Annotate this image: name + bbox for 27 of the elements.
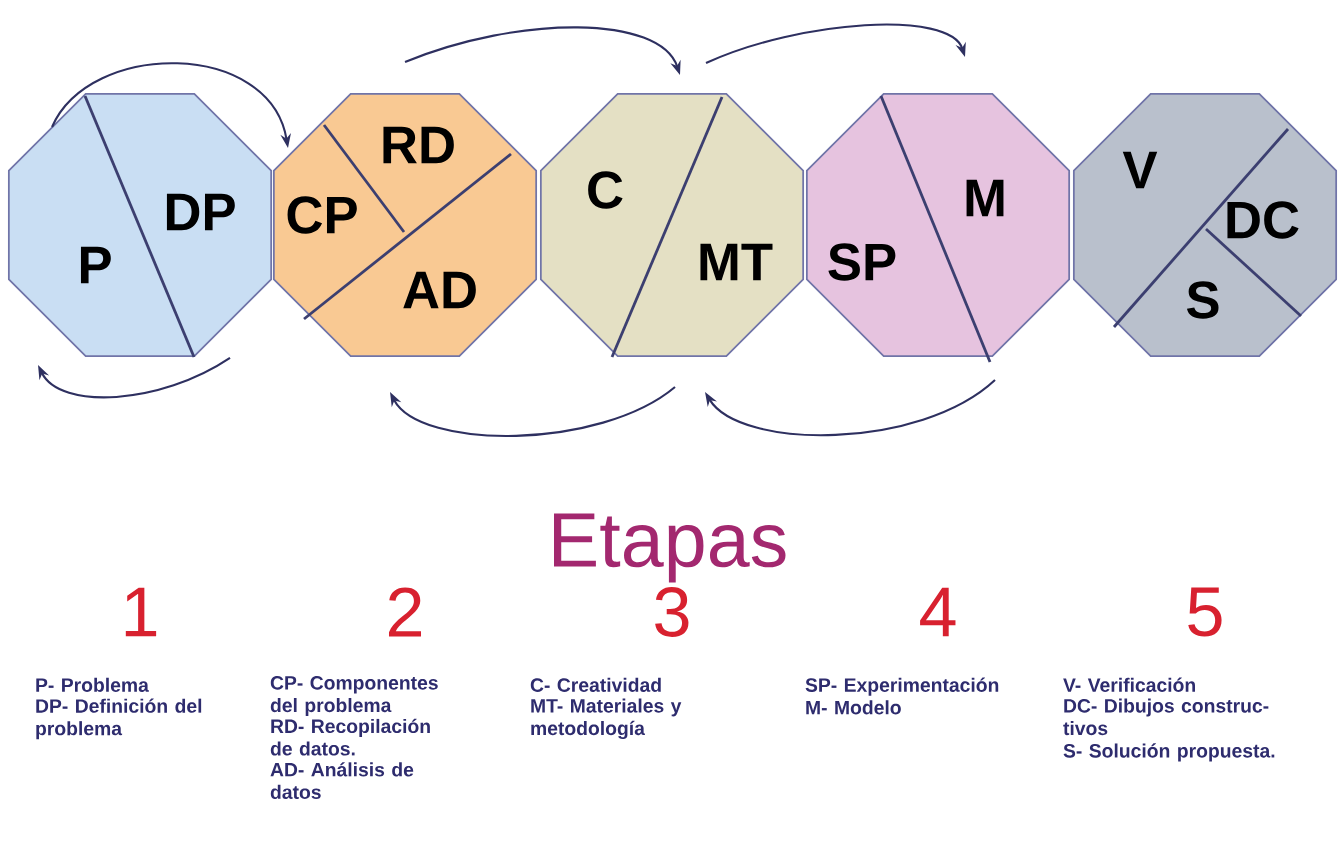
stage-octagon: SP M [805,92,1071,363]
curved-arrow [705,23,966,64]
definition-text: S- Solución propuesta. [1063,743,1275,762]
stage-octagon: RD CP AD [272,92,538,358]
curved-arrow [38,357,231,399]
definition-text: DC- Dibujos construc-tivos [1063,698,1269,736]
stage-number: 1 [125,587,157,637]
definition-text: MT- Materiales y metodología [531,698,682,740]
stage-number: 2 [389,587,421,637]
stage-octagon: V DC S [1072,92,1338,358]
definition-text: C- Creatividad [530,677,661,692]
definition-text: DP- Definición del problema [36,698,202,740]
stage-number: 5 [1188,587,1222,637]
definition-text: V- Verificación [1063,677,1195,692]
curved-arrow [390,386,676,437]
title: Etapas [554,513,786,583]
definition-text: P- Problema [36,677,149,692]
stage-number: 4 [920,587,956,637]
definition-text: AD- Análisis de datos [270,762,414,799]
definition-text: SP- Experimentación [805,677,999,696]
definition-text: RD- Recopilación de datos. [270,718,430,756]
stage-octagon: C MT [539,92,805,358]
stage-number: 3 [655,587,689,637]
curved-arrow [705,379,996,436]
definition-text: M- Modelo [806,700,901,715]
definition-text: CP- Componentes del problema [270,676,438,716]
stage-octagon: P DP [7,92,273,358]
